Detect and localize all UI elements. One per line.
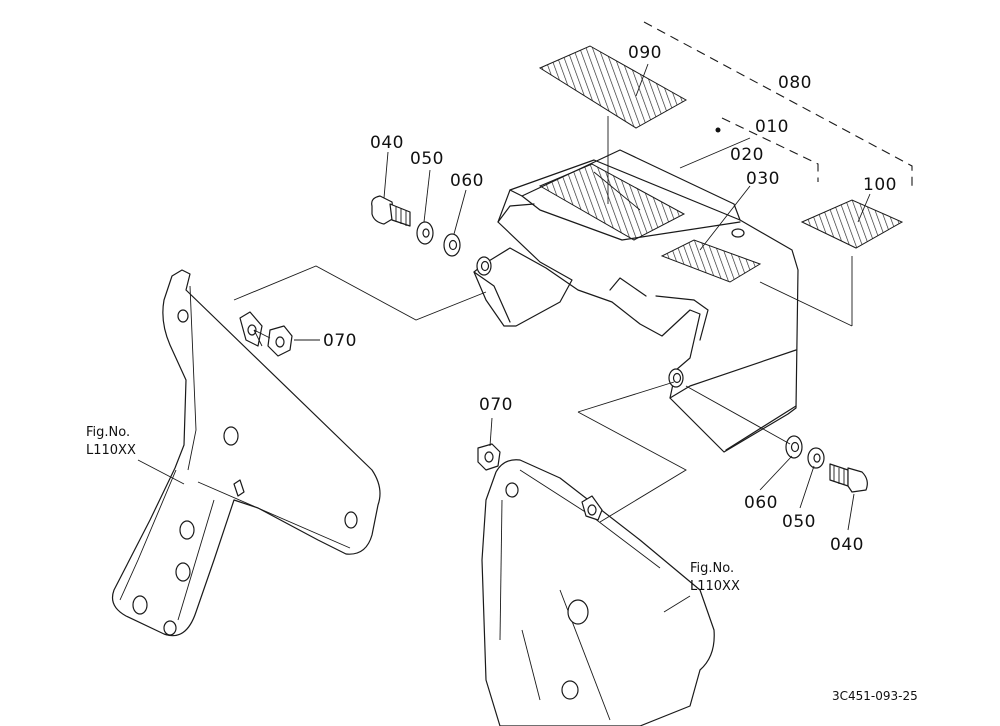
washer-050-right	[807, 447, 825, 469]
assembly-lines	[137, 21, 913, 613]
right-bracket	[481, 459, 715, 726]
label-100-plate	[800, 199, 904, 249]
callout-100: 100	[863, 175, 897, 195]
washer-060-right	[785, 435, 803, 459]
callout-080: 080	[778, 73, 812, 93]
callouts: 090 080 010 020 030 100 040 050 060 070 …	[323, 43, 897, 555]
group-080-bracket	[643, 21, 913, 190]
label-030-plate	[660, 239, 762, 283]
washer-050-left	[416, 221, 434, 245]
callout-060-right: 060	[744, 493, 778, 513]
cover-010	[473, 127, 799, 453]
callout-010: 010	[755, 117, 789, 137]
callout-040-right: 040	[830, 535, 864, 555]
label-090-plate	[538, 45, 688, 129]
nut-070-right	[477, 443, 501, 471]
bolt-040-left	[371, 195, 411, 227]
callout-050-left: 050	[410, 149, 444, 169]
washer-060-left	[443, 233, 461, 257]
callout-030: 030	[746, 169, 780, 189]
callout-090: 090	[628, 43, 662, 63]
callout-050-right: 050	[782, 512, 816, 532]
fig-ref-right-line2: L110XX	[690, 579, 740, 594]
label-020-plate	[538, 163, 686, 241]
fig-ref-right-line1: Fig.No.	[690, 561, 734, 576]
group-010-bracket	[721, 117, 819, 182]
fig-ref-right: Fig.No. L110XX	[690, 561, 740, 594]
fig-ref-left-line2: L110XX	[86, 443, 136, 458]
callout-070-left: 070	[323, 331, 357, 351]
bolt-040-right	[829, 463, 868, 493]
left-bracket	[111, 269, 381, 637]
callout-040-left: 040	[370, 133, 404, 153]
fig-ref-left-line1: Fig.No.	[86, 425, 130, 440]
callout-060-left: 060	[450, 171, 484, 191]
callout-070-right: 070	[479, 395, 513, 415]
fig-ref-left: Fig.No. L110XX	[86, 425, 136, 458]
callout-020: 020	[730, 145, 764, 165]
nut-070-left	[267, 325, 293, 357]
drawing-code: 3C451-093-25	[832, 689, 918, 703]
